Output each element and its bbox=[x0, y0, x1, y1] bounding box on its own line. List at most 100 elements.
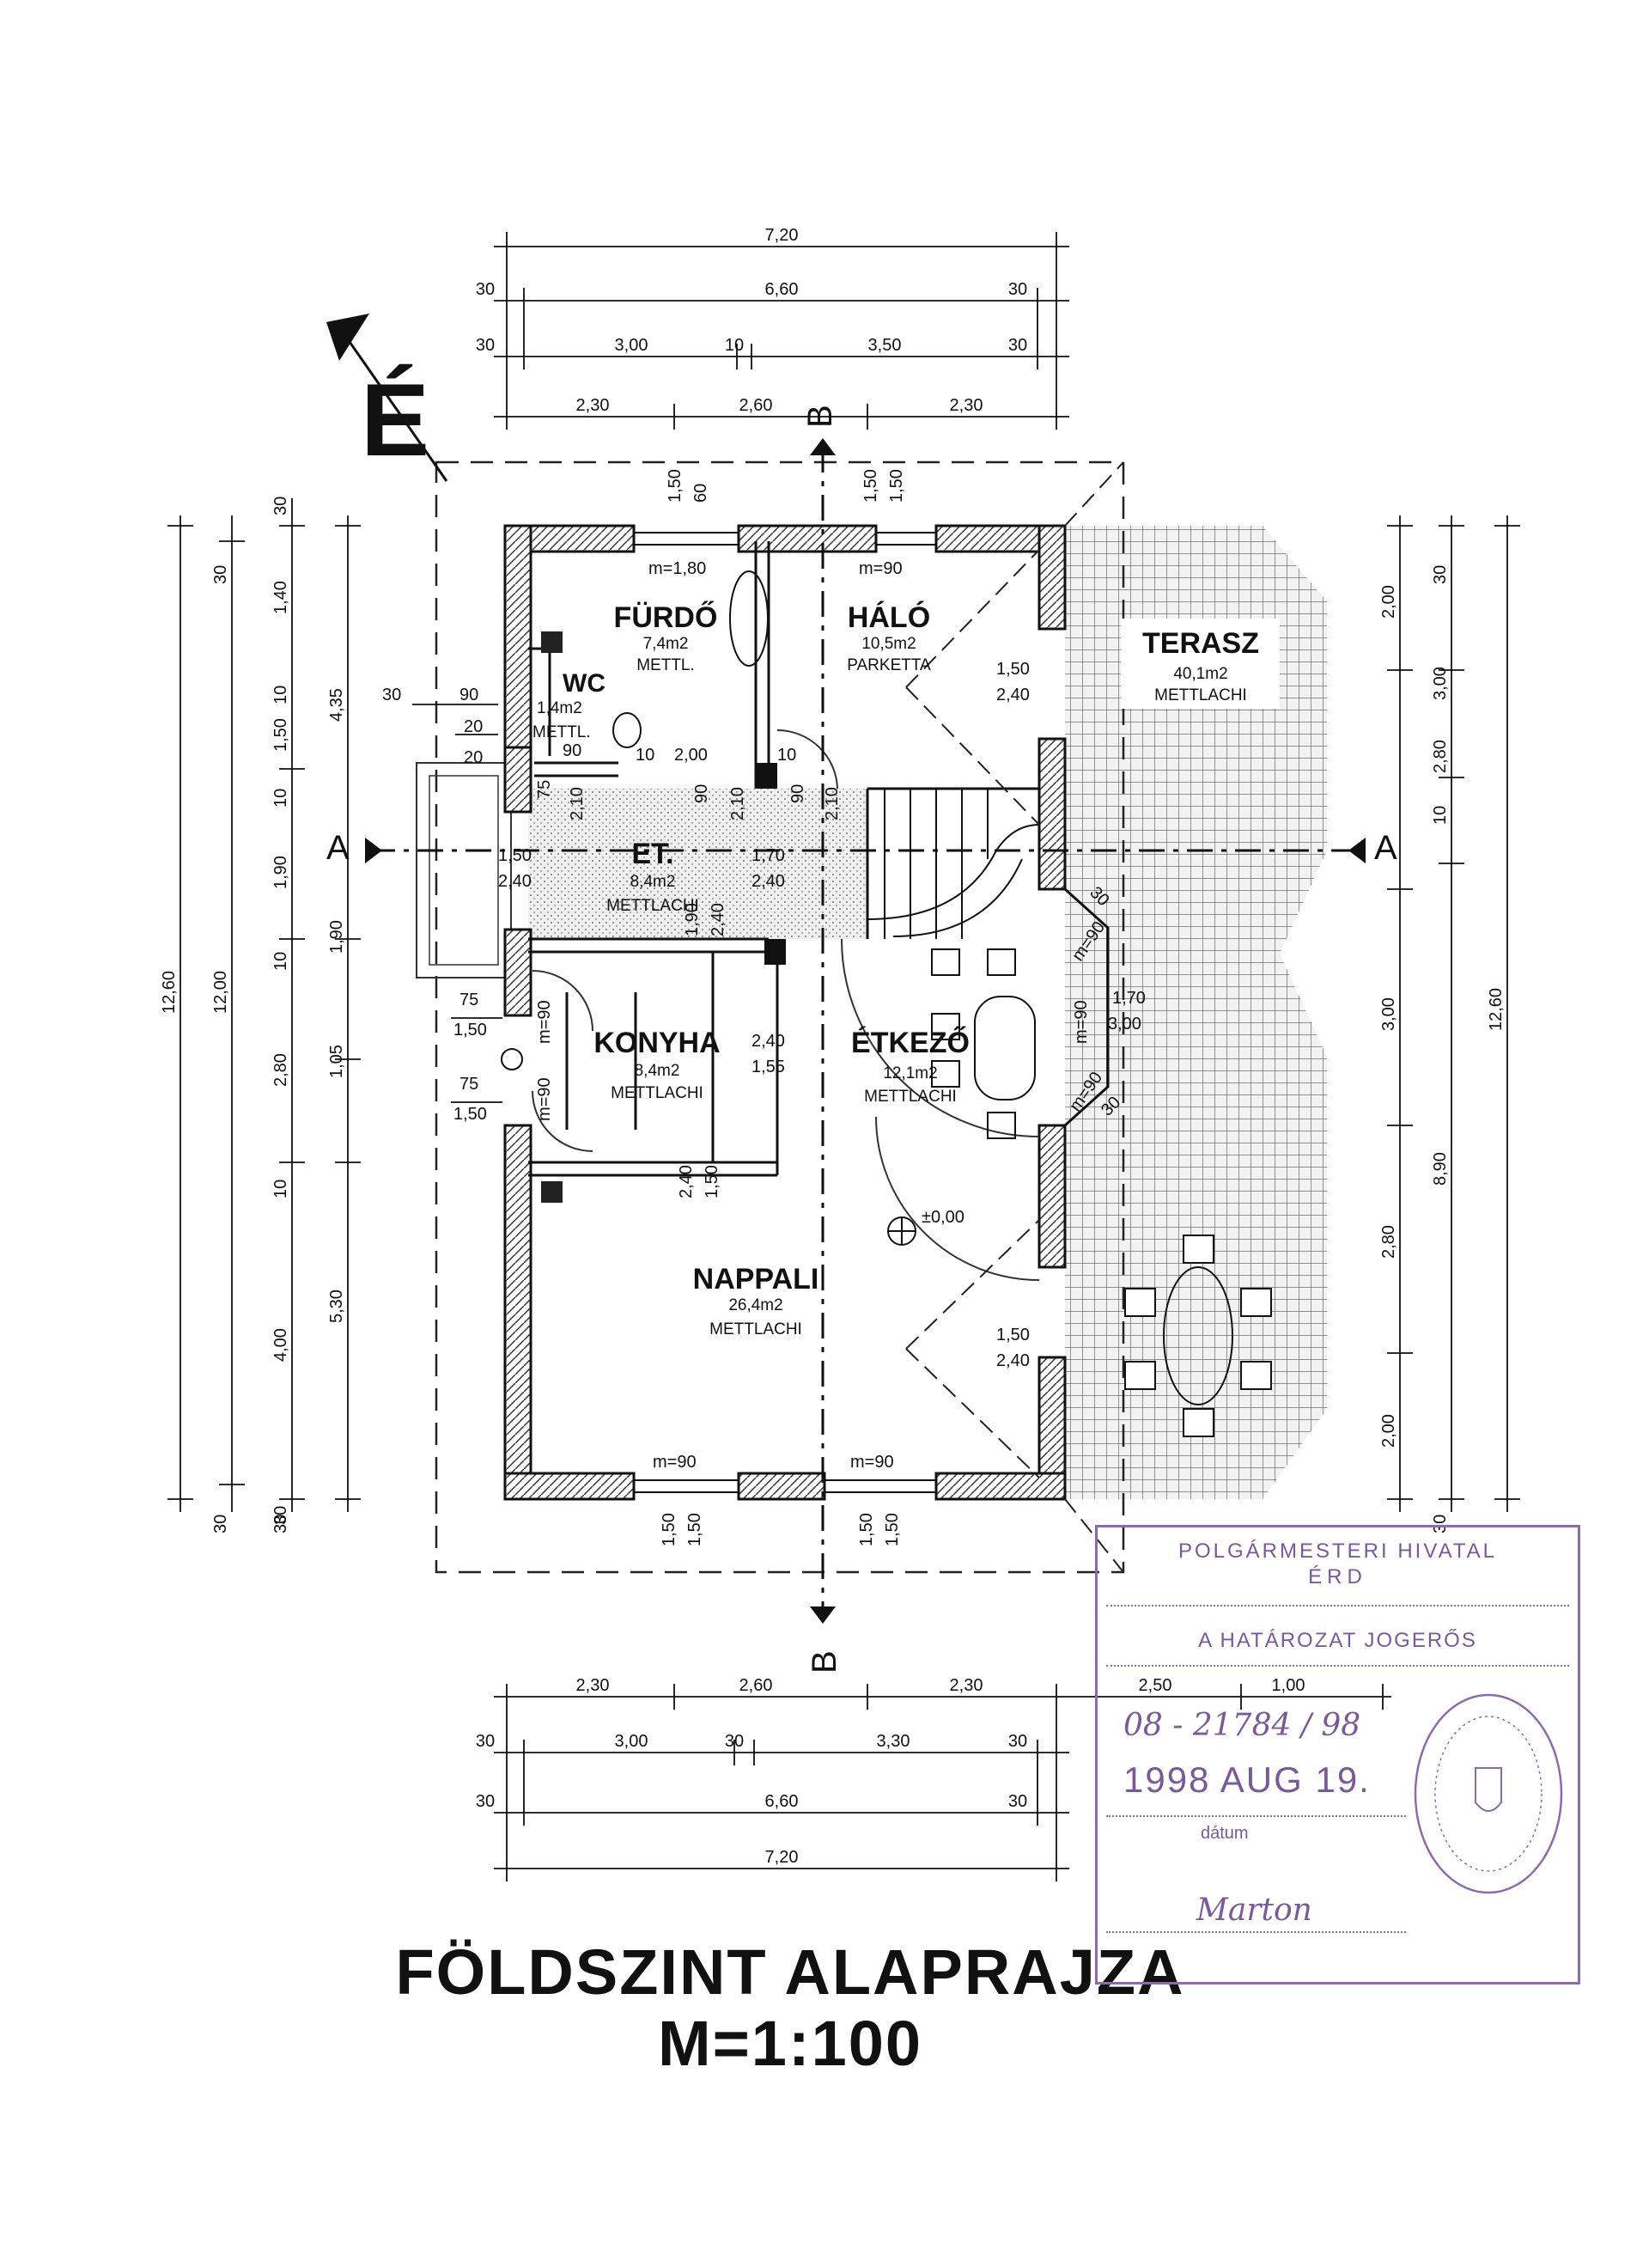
dim-top-r4-2: 2,60 bbox=[739, 396, 773, 415]
dim-door-b-2: 1,50 bbox=[453, 1105, 487, 1124]
dim-left-chain2-3: 1,05 bbox=[327, 1045, 346, 1078]
north-arrow-line bbox=[346, 338, 448, 482]
konyha-m1: m=90 bbox=[535, 1000, 554, 1044]
dim-bot-extra-2: 1,00 bbox=[1272, 1676, 1305, 1695]
room-etkezo-name: ÉTKEZŐ bbox=[851, 1027, 970, 1059]
dim-door-b-1: 75 bbox=[459, 1075, 478, 1094]
door-swings bbox=[532, 729, 1040, 1281]
terasz-door-1: 1,50 bbox=[996, 660, 1030, 679]
dim-top-r3-2: 3,00 bbox=[615, 336, 648, 355]
room-etkezo-area: 12,1m2 bbox=[883, 1064, 937, 1082]
halo-top-1: 1,50 bbox=[861, 469, 880, 503]
dim-right-chain-4: 2,80 bbox=[1431, 740, 1450, 773]
room-et-floor: METTLACHI bbox=[606, 897, 699, 915]
room-nappali: NAPPALI 26,4m2 METTLACHI bbox=[693, 1263, 819, 1338]
dim-right-chain-2: 2,00 bbox=[1379, 585, 1398, 619]
dim-right-chain-9: 30 bbox=[1431, 1515, 1450, 1533]
room-terasz-name: TERASZ bbox=[1142, 627, 1259, 660]
dim-left-bottom-small-1: 30 bbox=[211, 1515, 230, 1533]
dim-left-chain-8: 2,80 bbox=[271, 1053, 290, 1087]
dimension-lines-right bbox=[1387, 515, 1520, 1512]
room-wc-area: 1,4m2 bbox=[537, 699, 582, 717]
dim-wc-2: 90 bbox=[459, 686, 478, 704]
wc-door-2: 2,00 bbox=[674, 746, 708, 765]
dim-bot-r2-3: 30 bbox=[725, 1732, 744, 1751]
dim-top-r3-3: 10 bbox=[725, 336, 744, 355]
dim-left-chain-7: 10 bbox=[271, 952, 290, 971]
fur-top-1: 1,50 bbox=[666, 469, 685, 503]
section-arrow-a-left bbox=[365, 838, 382, 863]
nappali-window-2: m=90 bbox=[850, 1453, 894, 1472]
dim-top-r3-1: 30 bbox=[476, 336, 495, 355]
dim-left-overall: 12,60 bbox=[160, 971, 179, 1014]
dim-left-chain-3: 10 bbox=[271, 686, 290, 704]
bottom-open1-2: 1,50 bbox=[685, 1513, 704, 1546]
exterior-walls bbox=[503, 524, 1067, 1501]
section-arrow-b-top bbox=[810, 438, 836, 455]
room-et-name: ET. bbox=[631, 838, 673, 870]
hall-small-1: 75 bbox=[535, 780, 554, 799]
konyha-pass-1: 2,40 bbox=[751, 1032, 785, 1051]
drawing-title-line2: M=1:100 bbox=[657, 2007, 923, 2079]
section-label-a-left: A bbox=[326, 829, 350, 867]
terasz-label-bg bbox=[1121, 619, 1280, 709]
et-v-2: 2,40 bbox=[709, 903, 727, 936]
bay-dim-1: 1,70 bbox=[1112, 989, 1146, 1008]
north-arrow-icon bbox=[326, 314, 369, 361]
nappali-window-1: m=90 bbox=[653, 1453, 697, 1472]
room-terasz-area: 40,1m2 bbox=[1173, 665, 1227, 683]
fur-window: m=1,80 bbox=[648, 559, 706, 578]
halo-top-2: 1,50 bbox=[887, 469, 906, 503]
dim-wc-4: 20 bbox=[464, 748, 483, 767]
bottom-open1-1: 1,50 bbox=[660, 1513, 678, 1546]
roof-hip-lines bbox=[905, 461, 1124, 1573]
et-mid-1: 1,70 bbox=[751, 846, 785, 865]
dim-bot-r3-3: 30 bbox=[1008, 1792, 1027, 1811]
room-wc-floor: METTL. bbox=[532, 723, 591, 741]
dim-bot-extra-1: 2,50 bbox=[1139, 1676, 1172, 1695]
level-mark-cross bbox=[888, 1217, 916, 1245]
hall-small-7: 2,10 bbox=[823, 787, 842, 820]
stamp-status: A HATÁROZAT JOGERŐS bbox=[1198, 1629, 1477, 1652]
room-terasz-floor: METTLACHI bbox=[1154, 686, 1247, 704]
dim-bot-r3-2: 6,60 bbox=[765, 1792, 799, 1811]
coat-of-arms-icon bbox=[1475, 1767, 1502, 1812]
dim-left-chain2-2: 1,90 bbox=[327, 920, 346, 954]
dim-door-a-1: 75 bbox=[459, 991, 478, 1009]
roof-outline bbox=[435, 460, 1125, 1574]
fur-top-2: 60 bbox=[691, 484, 710, 503]
bottom-open2-2: 1,50 bbox=[883, 1513, 902, 1546]
bottom-open2-1: 1,50 bbox=[857, 1513, 876, 1546]
hall-small-5: 2,10 bbox=[728, 787, 747, 820]
room-furdo: FÜRDŐ 7,4m2 METTL. bbox=[614, 601, 718, 674]
dim-right-chain-7: 2,80 bbox=[1379, 1225, 1398, 1259]
windows bbox=[634, 532, 936, 1493]
wc-door-3: 10 bbox=[777, 746, 796, 765]
dim-bot-r1-1: 2,30 bbox=[576, 1676, 610, 1695]
dim-right-chain-3: 3,00 bbox=[1431, 667, 1450, 700]
dim-bot-r3-1: 30 bbox=[476, 1792, 495, 1811]
dining-chairs bbox=[931, 948, 1016, 1139]
dimension-lines-top bbox=[494, 232, 1069, 430]
wc-door-1: 10 bbox=[636, 746, 654, 765]
room-furdo-name: FÜRDŐ bbox=[614, 601, 718, 634]
terrace-chairs bbox=[1124, 1235, 1272, 1437]
chimney-1 bbox=[541, 631, 563, 653]
room-et: ET. 8,4m2 METTLACHI bbox=[606, 838, 699, 915]
dim-top-r3-4: 3,50 bbox=[868, 336, 902, 355]
dimension-lines-bottom bbox=[494, 1684, 1391, 1881]
room-konyha: KONYHA 8,4m2 METTLACHI bbox=[593, 1027, 720, 1102]
dim-left-top-small-2: 30 bbox=[271, 497, 290, 515]
hall-small-3: 90 bbox=[563, 741, 581, 760]
dim-bot-r2-4: 3,30 bbox=[877, 1732, 910, 1751]
bathtub bbox=[729, 570, 769, 667]
dim-left-chain-5: 10 bbox=[271, 789, 290, 808]
dim-left-chain-10: 4,00 bbox=[271, 1328, 290, 1362]
room-etkezo-floor: METTLACHI bbox=[864, 1088, 957, 1106]
drawing-title: FÖLDSZINT ALAPRAJZA M=1:100 bbox=[378, 1936, 1202, 2080]
dim-wc-3: 20 bbox=[464, 717, 483, 736]
room-halo: HÁLÓ 10,5m2 PARKETTA bbox=[847, 601, 931, 674]
terasz-door2-1: 1,50 bbox=[996, 1326, 1030, 1344]
dim-left-chain2-4: 5,30 bbox=[327, 1289, 346, 1323]
konyha-m2: m=90 bbox=[535, 1077, 554, 1121]
